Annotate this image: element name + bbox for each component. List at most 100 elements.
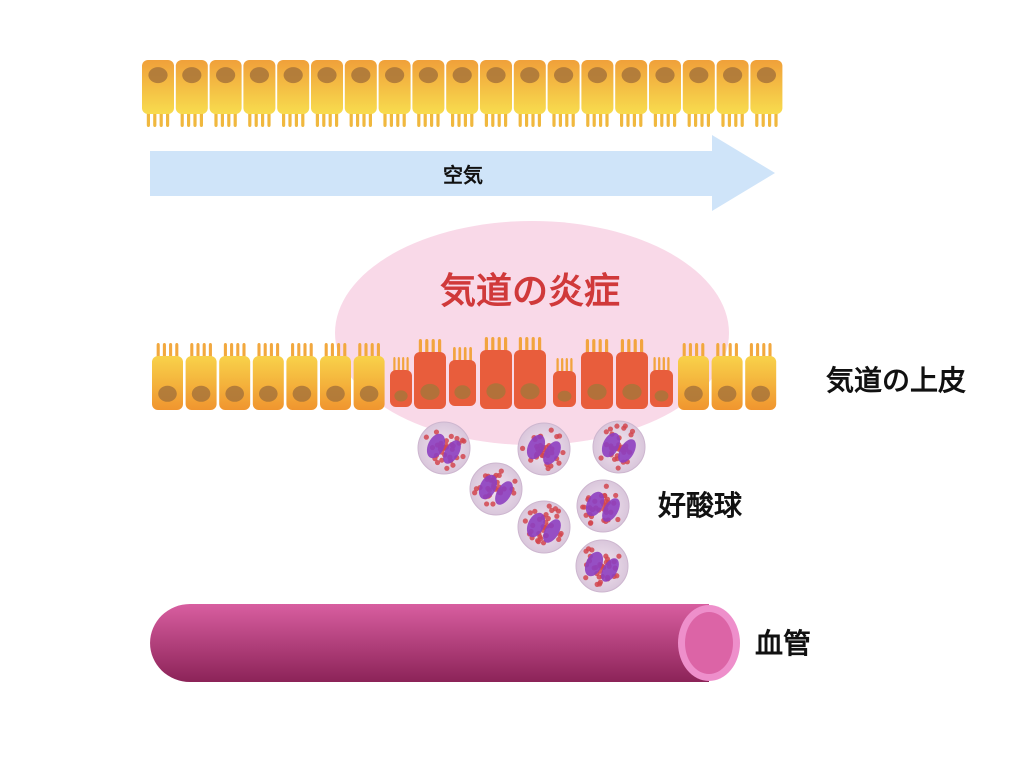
cilium	[633, 339, 637, 355]
nucleus	[249, 67, 269, 84]
inflamed-epithelial-cell	[514, 337, 546, 409]
cilium	[653, 357, 656, 373]
cell-body	[616, 352, 648, 409]
cell-body	[480, 350, 512, 409]
inflamed-epithelial-cell	[616, 339, 648, 409]
cell-body	[581, 352, 613, 409]
epithelial-cell	[716, 60, 749, 127]
cell-body	[514, 350, 546, 409]
cilium	[688, 343, 692, 359]
cilium	[570, 358, 573, 374]
granule	[603, 483, 609, 489]
cilium	[666, 111, 670, 127]
cilium	[175, 343, 179, 359]
cilium	[687, 111, 691, 127]
cilium	[166, 111, 170, 127]
cilium	[425, 339, 429, 355]
nucleus-lobe	[426, 433, 446, 459]
cilium	[599, 111, 603, 127]
cilium	[716, 343, 720, 359]
granule	[439, 457, 445, 463]
cell-body	[152, 356, 183, 410]
nucleus	[225, 385, 244, 402]
cilium	[288, 111, 292, 127]
epithelial-cell	[185, 343, 217, 410]
nucleus	[385, 67, 405, 84]
cilium	[431, 339, 435, 355]
cilium	[303, 343, 307, 359]
epithelial-cell	[678, 343, 709, 410]
nucleus	[689, 67, 709, 84]
cilium	[525, 111, 529, 127]
cilium	[190, 343, 194, 359]
granule	[583, 512, 589, 518]
epithelial-cell	[320, 343, 351, 410]
cilium	[673, 111, 677, 127]
cilium	[370, 343, 374, 359]
granule	[556, 536, 562, 543]
cilium	[324, 343, 328, 359]
nucleus	[148, 67, 168, 84]
inflamed-epithelial-cell	[480, 337, 512, 409]
inflammation-label: 気道の炎症	[440, 271, 620, 312]
granule	[535, 538, 541, 544]
cilium	[362, 111, 366, 127]
cell-body	[185, 356, 217, 410]
granule	[614, 423, 620, 429]
nucleus-lobe	[526, 434, 546, 460]
granule	[583, 575, 589, 581]
granule	[448, 433, 454, 439]
epithelial-cell	[219, 343, 251, 410]
cilium	[156, 343, 160, 359]
inflamed-epithelial-cell	[390, 357, 412, 407]
cilium	[276, 343, 280, 359]
cilium	[248, 111, 252, 127]
granule	[548, 427, 554, 433]
cilium	[565, 111, 569, 127]
cell-body	[414, 352, 446, 409]
airflow-arrow: 空気	[150, 135, 775, 211]
cilium	[193, 111, 197, 127]
cilium	[768, 343, 772, 359]
cilium	[740, 111, 744, 127]
cilium	[592, 111, 596, 127]
granule	[616, 553, 622, 559]
nucleus-lobe	[526, 512, 546, 538]
cilium	[497, 337, 501, 353]
cilium	[605, 339, 609, 355]
cilium	[640, 339, 644, 355]
granule	[549, 507, 555, 513]
cilium	[315, 111, 319, 127]
epithelial-cell	[615, 60, 648, 127]
nucleus-lobe	[495, 481, 513, 505]
granule	[597, 581, 603, 587]
cilium	[159, 111, 163, 127]
cilium	[561, 358, 564, 374]
cilium	[682, 343, 686, 359]
cilium	[463, 347, 467, 363]
cilium	[538, 337, 542, 353]
cilium	[261, 111, 265, 127]
cilium	[309, 343, 313, 359]
cilium	[230, 343, 234, 359]
cilium	[700, 111, 704, 127]
cilium	[463, 111, 467, 127]
cell-body	[678, 356, 709, 410]
nucleus	[216, 67, 236, 84]
epithelial-cell	[480, 60, 512, 127]
cilium	[518, 111, 522, 127]
epithelial-cell	[446, 60, 479, 127]
granule	[450, 462, 456, 468]
cilium	[389, 111, 393, 127]
nucleus	[158, 385, 177, 402]
nucleus-lobe	[618, 439, 636, 463]
epithelial-cell	[243, 60, 276, 127]
granule	[423, 434, 429, 440]
cilium	[658, 357, 661, 373]
cilium	[196, 343, 200, 359]
granule	[554, 513, 560, 519]
nucleus-lobe	[601, 432, 621, 458]
eosinophil-cell	[517, 422, 571, 476]
granule	[558, 530, 564, 537]
cilium	[356, 111, 360, 127]
